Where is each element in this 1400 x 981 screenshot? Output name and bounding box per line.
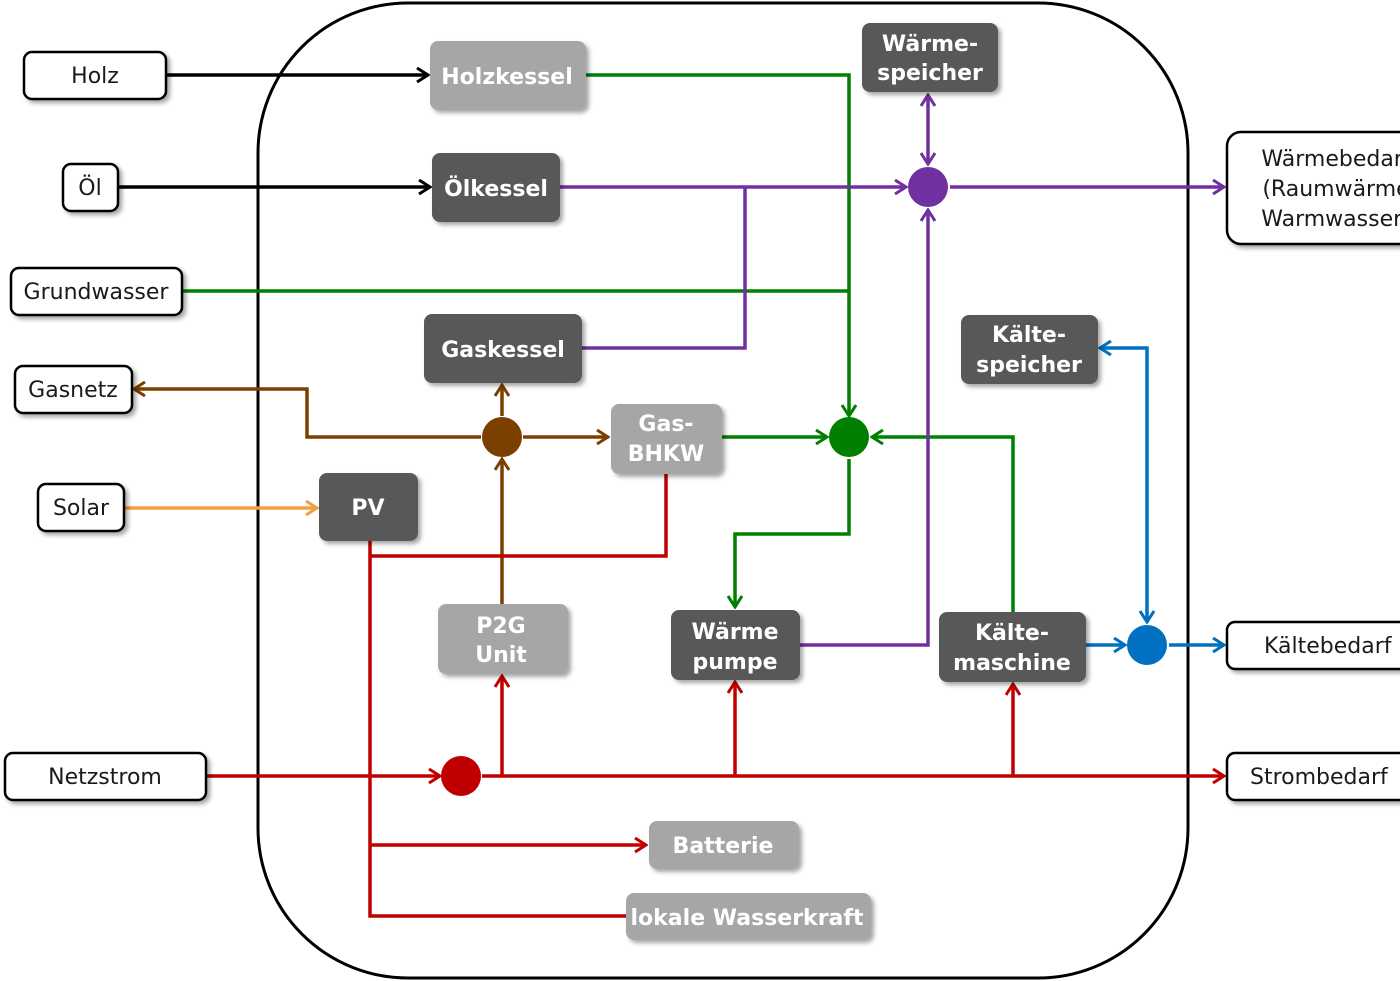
gas-node-to-gasnetz-line — [134, 389, 481, 439]
tech-holzkessel: Holzkessel — [430, 41, 586, 110]
output-strombedarf: Strombedarf — [1225, 751, 1400, 802]
tech-kaeltemaschine-line-1: Kälte- — [975, 621, 1049, 646]
input-grundwasser-label: Grundwasser — [24, 280, 170, 305]
tech-waermespeicher-line-2: speicher — [877, 61, 983, 86]
tech-p2g-line-1: P2G — [476, 614, 526, 639]
output-waermebedarf-line-2: (Raumwärme — [1262, 177, 1400, 202]
gas-node — [482, 417, 522, 457]
input-boxes: Holz Öl Grundwasser Gasnetz Solar Netzst… — [3, 50, 208, 802]
technology-boxes: Holzkessel Ölkessel Gaskessel Wärme- spe… — [319, 23, 1098, 940]
nodes — [441, 167, 1167, 796]
tech-pv-label: PV — [351, 496, 384, 521]
output-waermebedarf-line-1: Wärmebedarf — [1261, 147, 1400, 172]
tech-p2g-line-2: Unit — [475, 643, 527, 668]
output-strombedarf-label: Strombedarf — [1250, 765, 1389, 790]
input-netzstrom: Netzstrom — [3, 751, 208, 802]
input-holz: Holz — [22, 50, 168, 101]
output-waermebedarf: Wärmebedarf (Raumwärme Warmwasser) — [1225, 130, 1400, 246]
tech-batterie: Batterie — [649, 821, 799, 869]
tech-oelkessel: Ölkessel — [432, 153, 560, 222]
input-holz-label: Holz — [71, 64, 119, 89]
electricity-node — [441, 756, 481, 796]
heat-node — [908, 167, 948, 207]
tech-holzkessel-label: Holzkessel — [441, 65, 572, 90]
tech-wasserkraft-label: lokale Wasserkraft — [631, 906, 864, 931]
output-kaeltebedarf: Kältebedarf — [1225, 620, 1400, 671]
output-boxes: Wärmebedarf (Raumwärme Warmwasser) Kälte… — [1225, 130, 1400, 802]
tech-gas-bhkw: Gas- BHKW — [611, 404, 722, 474]
tech-gas-bhkw-line-2: BHKW — [628, 442, 705, 467]
input-oel: Öl — [61, 162, 120, 213]
connectors — [118, 73, 1224, 918]
tech-kaeltespeicher-line-2: speicher — [976, 353, 1082, 378]
kaeltespeicher-cold-line — [1100, 348, 1147, 622]
tech-kaeltespeicher-line-1: Kälte- — [992, 323, 1066, 348]
tech-waermepumpe: Wärme pumpe — [671, 610, 800, 680]
waermepumpe-heat-line — [800, 210, 928, 647]
input-solar: Solar — [36, 482, 126, 533]
tech-kaeltespeicher: Kälte- speicher — [961, 315, 1098, 384]
tech-kaeltemaschine-line-2: maschine — [953, 651, 1071, 676]
green-node-to-waermepumpe-line — [735, 459, 851, 607]
kaeltemaschine-to-green-node-line — [872, 437, 1015, 612]
tech-waermespeicher-line-1: Wärme- — [882, 32, 978, 57]
input-netzstrom-label: Netzstrom — [48, 765, 162, 790]
pv-electricity-line — [368, 541, 626, 918]
cold-node — [1127, 625, 1167, 665]
input-gasnetz-label: Gasnetz — [28, 378, 118, 403]
input-grundwasser: Grundwasser — [9, 266, 184, 317]
tech-batterie-label: Batterie — [673, 834, 774, 859]
tech-p2g-unit: P2G Unit — [438, 604, 568, 674]
gaskessel-heat-line — [582, 187, 747, 350]
tech-waermepumpe-line-2: pumpe — [692, 650, 777, 675]
tech-gas-bhkw-line-1: Gas- — [638, 412, 693, 437]
tech-pv: PV — [319, 473, 418, 541]
tech-lokale-wasserkraft: lokale Wasserkraft — [626, 893, 871, 940]
output-waermebedarf-line-3: Warmwasser) — [1261, 207, 1400, 232]
holzkessel-green-line — [586, 73, 849, 416]
tech-kaeltemaschine: Kälte- maschine — [939, 612, 1086, 682]
input-oel-label: Öl — [78, 175, 101, 201]
bhkw-electricity-line — [370, 474, 668, 558]
output-kaeltebedarf-label: Kältebedarf — [1264, 634, 1393, 659]
ambient-heat-node — [829, 417, 869, 457]
input-gasnetz: Gasnetz — [13, 364, 134, 415]
tech-oelkessel-label: Ölkessel — [444, 176, 548, 202]
input-solar-label: Solar — [53, 496, 110, 521]
tech-waermespeicher: Wärme- speicher — [862, 23, 998, 92]
tech-waermepumpe-line-1: Wärme — [691, 620, 778, 645]
tech-gaskessel-label: Gaskessel — [441, 338, 565, 363]
tech-gaskessel: Gaskessel — [424, 314, 582, 383]
energy-hub-boundary — [256, 1, 1190, 980]
